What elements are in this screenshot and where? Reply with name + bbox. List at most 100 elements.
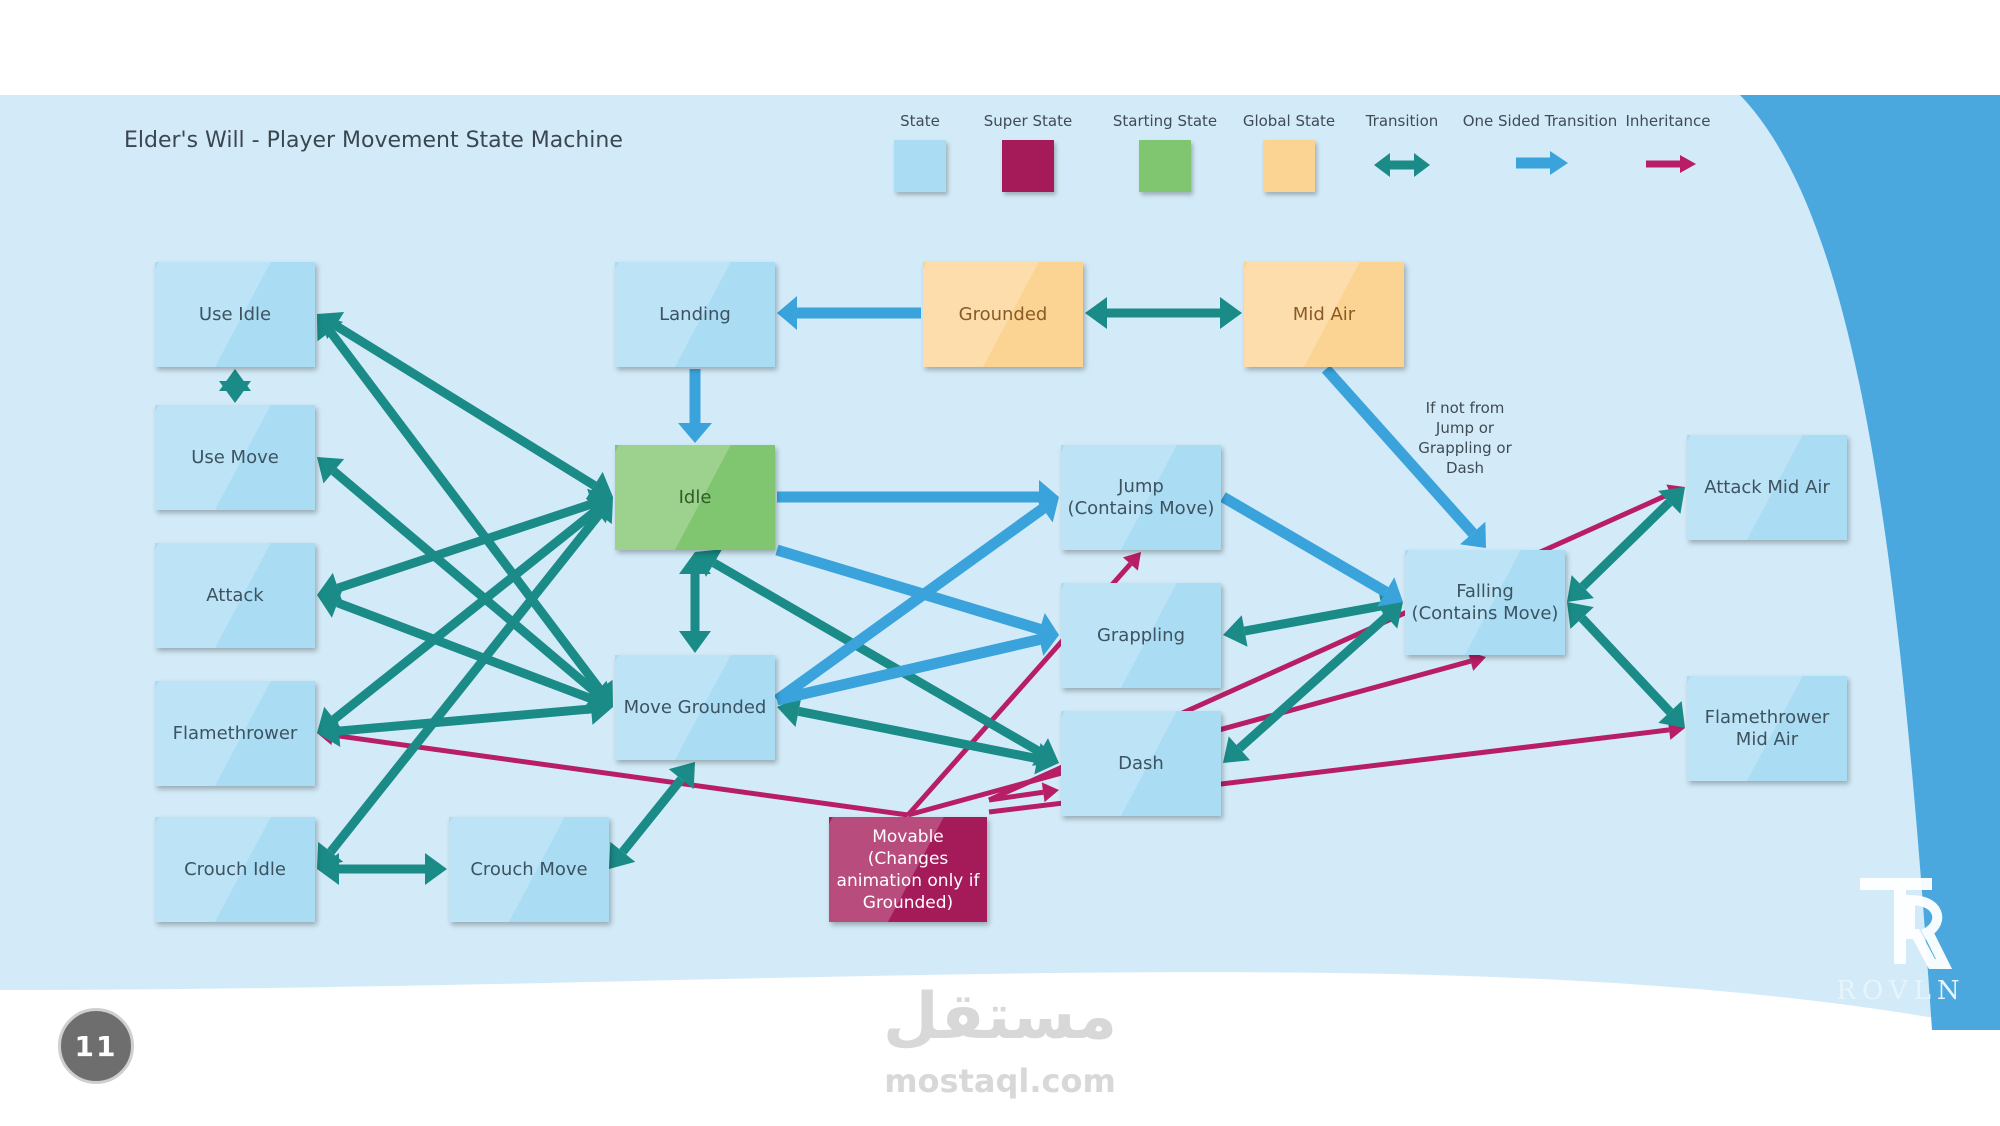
- edge-line: [331, 507, 599, 723]
- legend-swatch-start: [1139, 140, 1191, 192]
- edge-onesided-mid-air-to-falling: [1321, 365, 1486, 548]
- node-label: Falling (Contains Move): [1411, 580, 1559, 624]
- edge-line: [1579, 499, 1673, 590]
- edge-transition-move-grounded-to-use-idle: [317, 314, 613, 707]
- node-label: Jump (Contains Move): [1067, 475, 1215, 519]
- arrowhead: [1034, 743, 1059, 775]
- edge-line: [333, 321, 597, 490]
- edge-line: [330, 467, 600, 697]
- arrowhead: [695, 549, 723, 577]
- edge-transition-move-grounded-to-dash: [777, 695, 1059, 775]
- edge-transition-falling-to-attack-mid-air: [1567, 487, 1685, 602]
- arrowhead: [1567, 602, 1594, 629]
- edge-onesided-grounded-to-landing: [777, 296, 921, 330]
- node-mid-air: Mid Air: [1244, 262, 1404, 367]
- node-attack-mid-air: Attack Mid Air: [1687, 435, 1847, 540]
- arrowhead: [1567, 575, 1594, 602]
- node-crouch-move: Crouch Move: [449, 817, 609, 922]
- edges-layer: [219, 296, 1685, 885]
- node-label: Use Move: [191, 446, 279, 468]
- arrowhead: [1377, 577, 1403, 607]
- watermark-latin: mostaql.com: [884, 1062, 1116, 1100]
- node-idle: Idle: [615, 445, 775, 550]
- edge-onesided-move-grounded-to-jump: [773, 494, 1059, 705]
- legend-swatch-state: [894, 140, 946, 192]
- legend-label-start: Starting State: [1112, 112, 1218, 130]
- edge-line: [773, 504, 1046, 705]
- node-label: Grounded: [958, 303, 1048, 325]
- edge-inheritance-movable-to-dash: [988, 782, 1059, 803]
- legend-arrow-onesided-icon: [1516, 151, 1568, 175]
- page-number-badge: 11: [58, 1008, 134, 1084]
- legend-label-state: State: [900, 112, 940, 130]
- node-label: Movable (Changes animation only if Groun…: [836, 826, 980, 913]
- node-label: Use Idle: [198, 303, 272, 325]
- legend-label-onesided: One Sided Transition: [1462, 112, 1618, 130]
- node-label: Dash: [1118, 752, 1164, 774]
- edge-transition-crouch-idle-to-crouch-move: [317, 853, 447, 885]
- arrowhead: [317, 853, 339, 885]
- arrowhead: [679, 631, 711, 653]
- node-label: Grappling: [1096, 624, 1186, 646]
- arrowhead: [1375, 602, 1403, 629]
- node-attack: Attack: [155, 543, 315, 648]
- node-label: Crouch Idle: [184, 858, 286, 880]
- edge-line: [619, 776, 685, 855]
- logo-text: ROVLN: [1836, 976, 1966, 1006]
- edge-onesided-jump-to-falling: [1220, 492, 1403, 607]
- edge-transition-falling-to-dash: [1223, 602, 1403, 763]
- edge-line: [335, 598, 595, 704]
- edge-line: [1321, 365, 1477, 537]
- edge-note: If not from Jump or Grappling or Dash: [1418, 399, 1512, 477]
- edge-line: [1236, 613, 1390, 752]
- node-jump: Jump (Contains Move): [1061, 445, 1221, 550]
- node-landing: Landing: [615, 262, 775, 367]
- arrowhead: [1041, 782, 1059, 803]
- edge-onesided-landing-to-idle: [678, 369, 712, 443]
- legend-swatch-super: [1002, 140, 1054, 192]
- edge-line: [338, 704, 592, 736]
- light-blue-panel: [0, 95, 2000, 1030]
- arrowhead: [1223, 615, 1248, 647]
- arrowhead: [1658, 487, 1685, 514]
- arrowhead: [1223, 736, 1251, 763]
- arrowhead: [668, 762, 695, 790]
- node-flamethrower-mid-air: Flamethrower Mid Air: [1687, 676, 1847, 781]
- node-falling: Falling (Contains Move): [1405, 550, 1565, 655]
- arrowhead: [219, 369, 251, 391]
- node-label: Flamethrower: [172, 722, 298, 744]
- node-grappling: Grappling: [1061, 583, 1221, 688]
- node-label: Mid Air: [1292, 303, 1356, 325]
- arrowhead: [1467, 651, 1486, 671]
- arrowhead: [317, 715, 341, 748]
- edge-line: [775, 634, 1041, 706]
- node-label: Attack Mid Air: [1704, 476, 1830, 498]
- edge-onesided-move-grounded-to-grappling: [775, 622, 1059, 706]
- arrowhead: [609, 841, 636, 869]
- legend-arrow-inheritance-icon: [1646, 155, 1696, 173]
- edge-line: [797, 706, 1039, 764]
- legend-arrow-transition-icon: [1374, 153, 1430, 177]
- arrowhead: [1085, 297, 1107, 329]
- arrowhead: [1459, 521, 1486, 548]
- node-label: Idle: [678, 486, 712, 508]
- arrowhead: [1220, 297, 1242, 329]
- node-flamethrower: Flamethrower: [155, 681, 315, 786]
- arrowhead: [777, 296, 797, 330]
- legend-label-global: Global State: [1242, 112, 1336, 130]
- edge-line: [711, 559, 1043, 756]
- legend-label-transition: Transition: [1365, 112, 1439, 130]
- legend-label-inheritance: Inheritance: [1625, 112, 1711, 130]
- node-grounded: Grounded: [923, 262, 1083, 367]
- rovln-logo-icon: [1860, 878, 1953, 969]
- arrowhead: [777, 695, 802, 727]
- accent-curve: [1740, 95, 2000, 1030]
- arrowhead: [317, 314, 344, 342]
- edge-transition-crouch-move-to-move-grounded: [609, 762, 695, 869]
- arrowhead: [586, 497, 613, 525]
- node-move-grounded: Move Grounded: [615, 655, 775, 760]
- edge-line: [1578, 614, 1674, 716]
- arrowhead: [425, 853, 447, 885]
